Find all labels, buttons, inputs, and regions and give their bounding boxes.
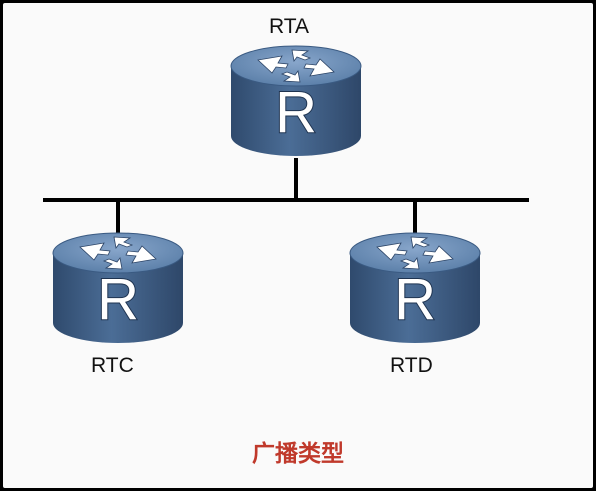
router-label-rta: RTA: [269, 15, 310, 38]
network-topology: R: [43, 45, 529, 344]
diagram-canvas: R RTA RTC RTD 广播类型: [3, 3, 593, 488]
router-rtd-icon: [349, 232, 481, 344]
router-rtc-icon: [52, 232, 184, 344]
router-rta-icon: [230, 45, 362, 157]
router-label-rtd: RTD: [390, 354, 433, 377]
router-label-rtc: RTC: [91, 354, 134, 377]
diagram-caption: 广播类型: [252, 441, 344, 467]
